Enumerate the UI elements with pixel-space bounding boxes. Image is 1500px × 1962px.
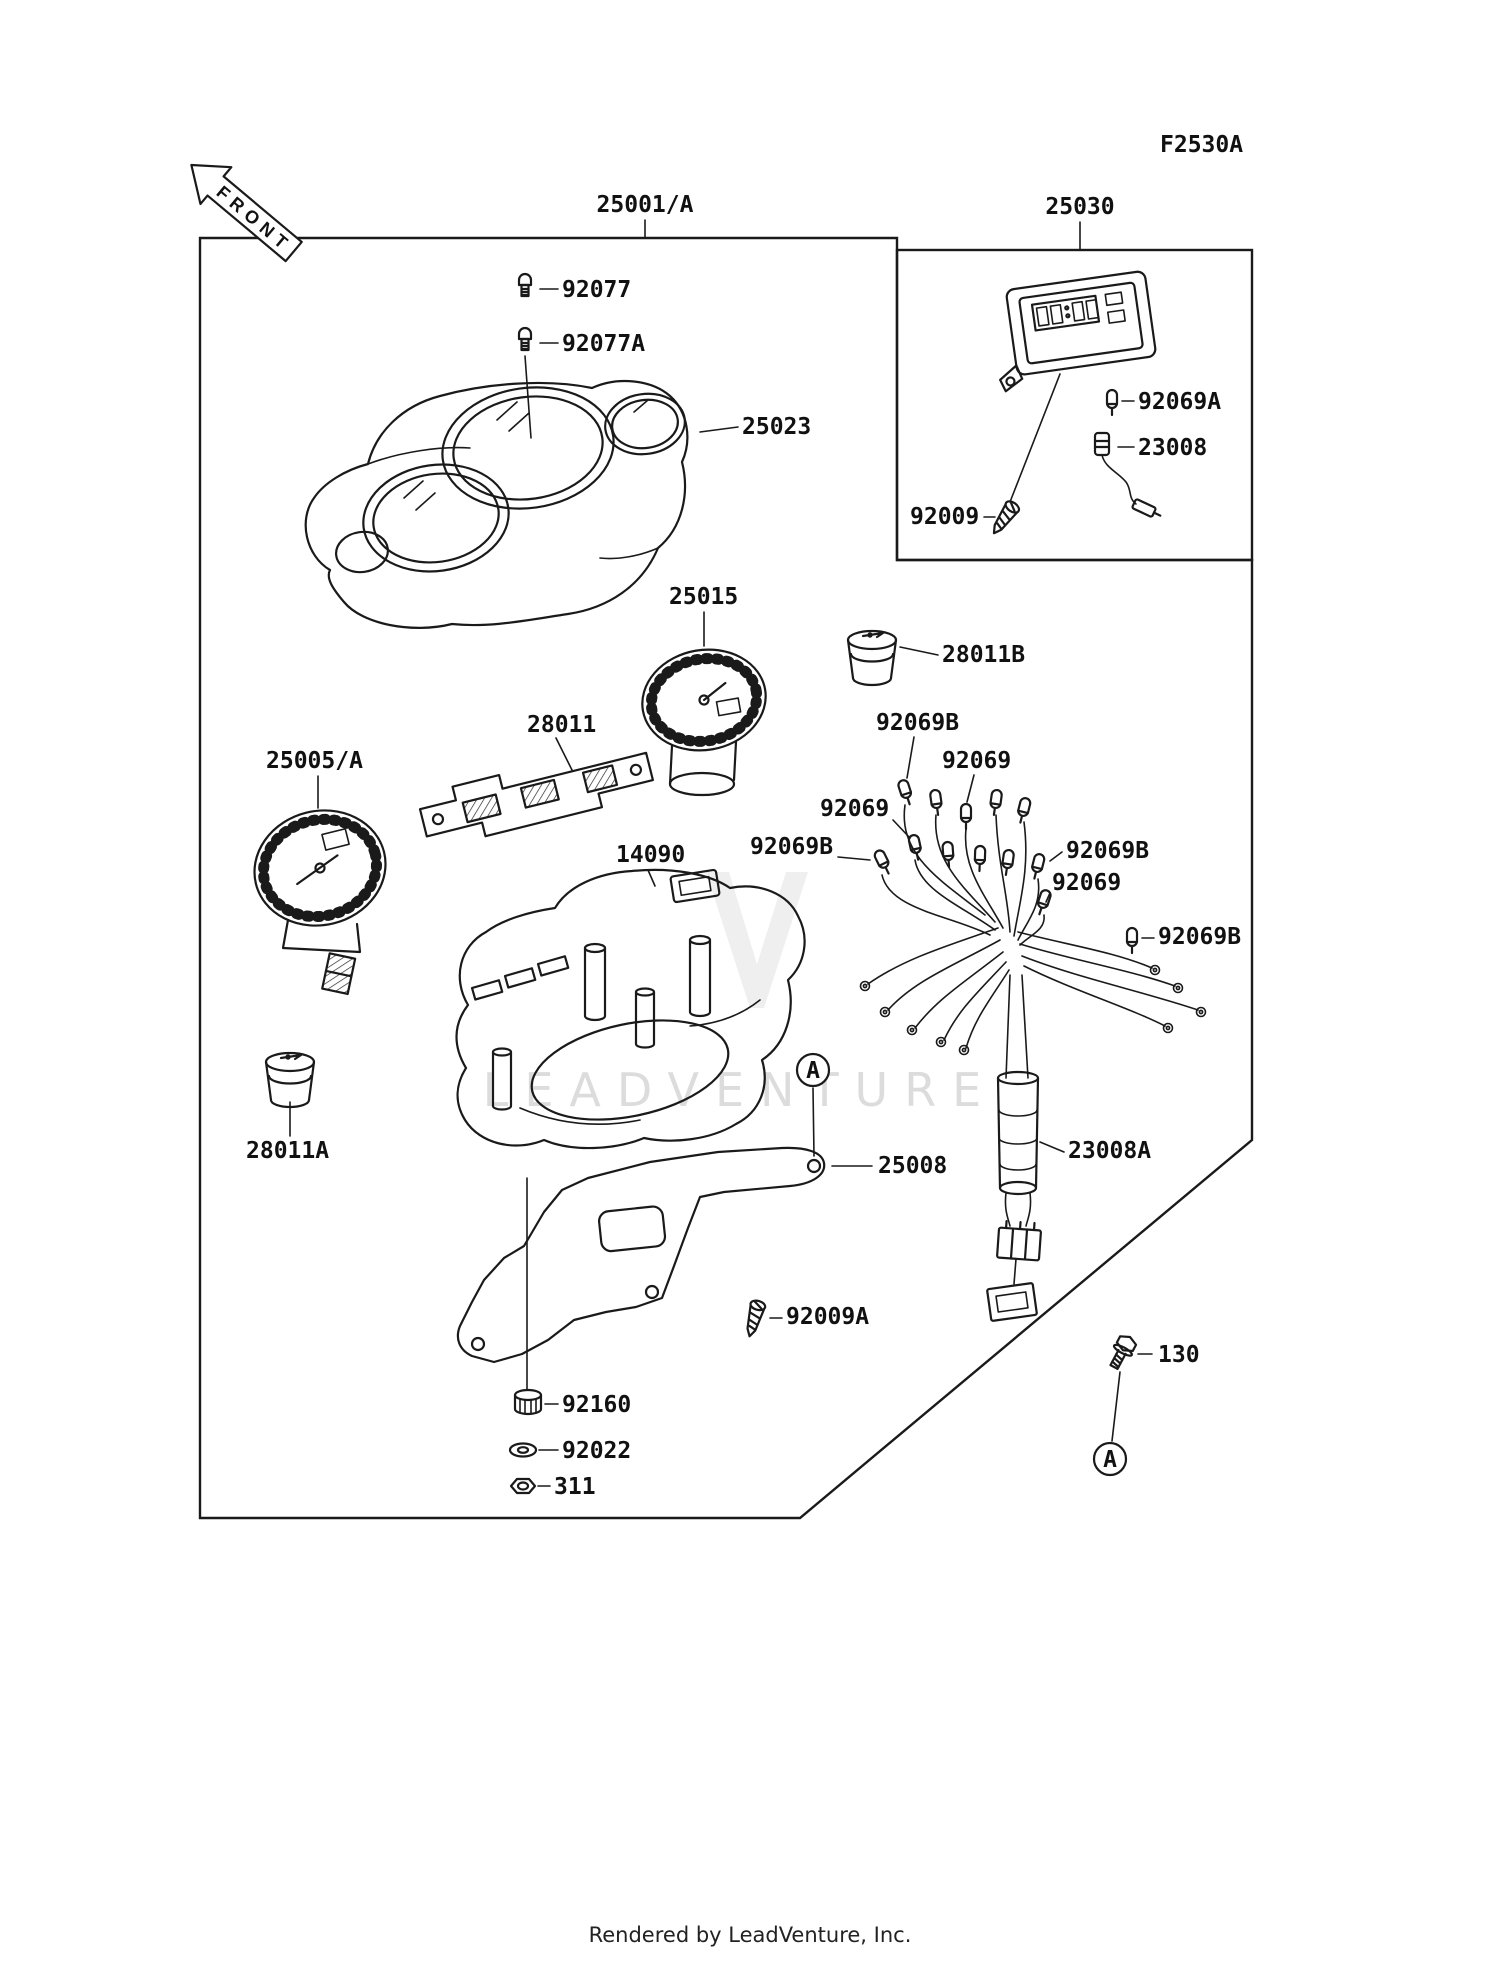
leader-92069-3 [1045, 892, 1051, 903]
label-assembly: 25001/A [597, 192, 694, 218]
harness-tube-23008a [996, 1070, 1040, 1196]
bulb-92069b-icon [1125, 926, 1139, 955]
ref-a-marker-1 [795, 1052, 831, 1088]
damper-28011a-icon [264, 1051, 316, 1109]
label-28011b: 28011B [942, 642, 1025, 668]
label-92069-2: 92069 [820, 796, 889, 822]
label-28011a: 28011A [246, 1138, 329, 1164]
socket-23008-drawing [1093, 431, 1162, 518]
leader-ref-a-1 [812, 1087, 815, 1157]
bolt-130-icon [1109, 1335, 1138, 1370]
bracket-28011-drawing [418, 751, 654, 838]
label-25005a: 25005/A [266, 748, 363, 774]
label-92069b-4: 92069B [1158, 924, 1241, 950]
nut-311-icon [509, 1477, 537, 1495]
figure-code: F2530A [1160, 132, 1243, 158]
leader-28011 [555, 737, 573, 771]
leader-92069-2 [892, 819, 911, 839]
label-92022: 92022 [562, 1438, 631, 1464]
pin-92077-icon [517, 272, 533, 298]
label-23008a: 23008A [1068, 1138, 1151, 1164]
bulb-92069a-icon [1105, 388, 1119, 417]
wiring-harness-drawing [859, 777, 1207, 1322]
leader-ref-a-2 [1111, 1371, 1121, 1442]
washer-92022-icon [508, 1442, 538, 1458]
meter-unit-box [895, 248, 1254, 562]
label-311: 311 [554, 1474, 596, 1500]
pin-92077a-icon [517, 326, 533, 352]
leader-25023 [699, 426, 739, 433]
footer-credit: Rendered by LeadVenture, Inc. [589, 1923, 912, 1947]
label-92009a: 92009A [786, 1304, 869, 1330]
leader-23008a [1039, 1141, 1065, 1153]
leader-92009 [1009, 373, 1061, 503]
label-92069-3: 92069 [1052, 870, 1121, 896]
front-arrow-label: FRONT [213, 182, 296, 256]
label-92069-1: 92069 [942, 748, 1011, 774]
screw-92009-icon [986, 497, 1023, 539]
harness-connector-2 [986, 1282, 1038, 1322]
watermark-text: LEADVENTURE [483, 1063, 998, 1117]
fuel-gauge-drawing [641, 648, 767, 797]
leader-92069b-2 [837, 856, 871, 861]
lower-case-drawing [455, 868, 806, 1150]
leader-92069b-3 [1049, 851, 1063, 862]
screw-92009a-icon [741, 1297, 768, 1340]
label-92009: 92009 [910, 504, 979, 530]
label-130: 130 [1158, 1342, 1200, 1368]
label-92069b-1: 92069B [876, 710, 959, 736]
damper-92160-icon [513, 1388, 543, 1416]
label-25023: 25023 [742, 414, 811, 440]
label-meter-unit: 25030 [1045, 194, 1114, 220]
front-direction-arrow: FRONT [190, 163, 303, 263]
leadventure-watermark: LEADVENTURE [483, 872, 998, 1117]
label-92160: 92160 [562, 1392, 631, 1418]
leader-28011b [899, 646, 939, 656]
damper-28011b-icon [846, 629, 898, 687]
temp-gauge-drawing [253, 809, 387, 996]
label-14090: 14090 [616, 842, 685, 868]
label-92077: 92077 [562, 277, 631, 303]
bracket-25008-drawing [456, 1146, 826, 1364]
meter-unit-drawing [999, 270, 1157, 393]
label-23008: 23008 [1138, 435, 1207, 461]
label-92069b-2: 92069B [750, 834, 833, 860]
leader-92069-1 [966, 774, 975, 803]
upper-cover-drawing [304, 379, 689, 629]
label-25008: 25008 [878, 1153, 947, 1179]
ref-a-marker-2 [1092, 1441, 1128, 1477]
label-92069a: 92069A [1138, 389, 1221, 415]
label-92069b-3: 92069B [1066, 838, 1149, 864]
harness-connector-1 [996, 1219, 1042, 1262]
leader-92069b-1 [906, 736, 915, 779]
label-28011: 28011 [527, 712, 596, 738]
harness-wires [867, 804, 1199, 1079]
label-25015: 25015 [669, 584, 738, 610]
label-92077a: 92077A [562, 331, 645, 357]
leader-14090 [647, 869, 656, 887]
